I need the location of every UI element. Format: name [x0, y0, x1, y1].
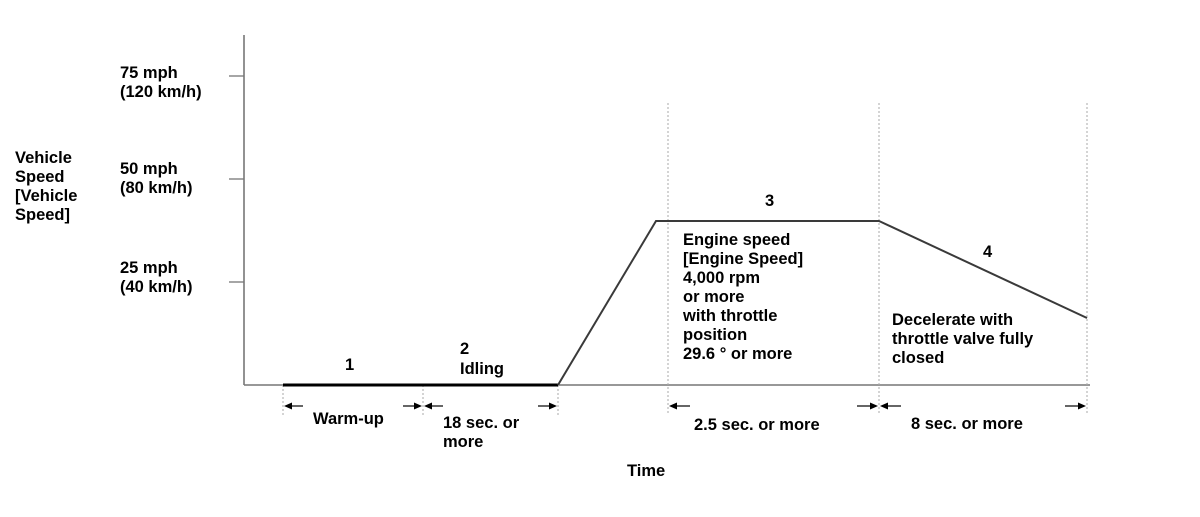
y-tick-label-75: 75 mph (120 km/h): [120, 64, 202, 101]
phase-4-number: 4: [983, 243, 993, 261]
phase-2-number: 2: [460, 340, 469, 358]
phase-4-description: Decelerate with throttle valve fully clo…: [892, 311, 1038, 367]
duration-label-phase4: 8 sec. or more: [911, 415, 1023, 433]
duration-label-phase3: 2.5 sec. or more: [694, 416, 820, 434]
duration-arrow-phase4: [880, 402, 1086, 410]
phase-3-description: Engine speed [Engine Speed] 4,000 rpm or…: [682, 231, 808, 363]
y-tick-label-25: 25 mph (40 km/h): [120, 259, 192, 296]
duration-arrow-phase3: [669, 402, 878, 410]
phase-3-number: 3: [765, 192, 774, 210]
duration-arrow-warmup: [284, 402, 422, 410]
duration-label-idling: 18 sec. or more: [443, 414, 524, 451]
y-tick-label-50: 50 mph (80 km/h): [120, 160, 192, 197]
duration-arrow-idling: [424, 402, 557, 410]
speed-profile: [557, 220, 1088, 386]
duration-label-warmup: Warm-up: [313, 410, 384, 428]
y-axis-title: Vehicle Speed [Vehicle Speed]: [15, 149, 82, 224]
x-axis-title: Time: [627, 462, 665, 480]
phase-1-number: 1: [345, 356, 354, 374]
phase-2-name: Idling: [460, 360, 504, 378]
